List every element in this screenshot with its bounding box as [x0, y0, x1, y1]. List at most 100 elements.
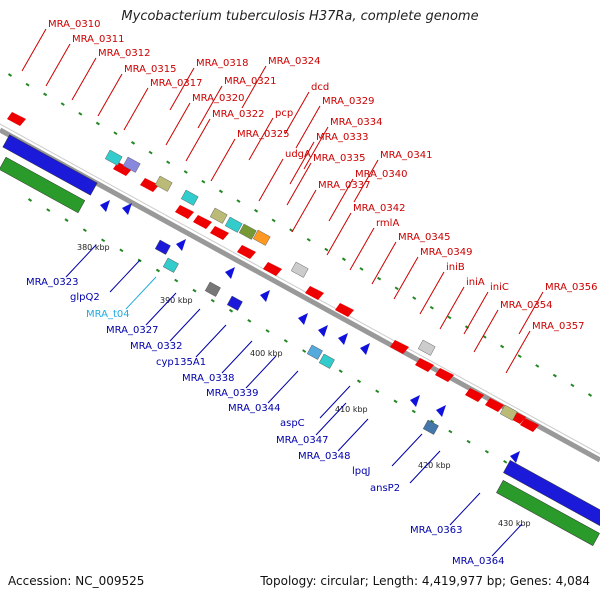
- forward-gene-label: MRA_0333: [316, 132, 368, 143]
- guide-dot-lower: [265, 329, 270, 333]
- guide-dot-upper: [412, 296, 417, 300]
- reverse-block: [2, 134, 98, 196]
- forward-feature-box: [154, 175, 173, 192]
- guide-dot-lower: [283, 339, 288, 343]
- forward-feature-arrow: [193, 215, 212, 229]
- forward-feature-arrow: [485, 398, 504, 412]
- reverse-gene-label: lpqJ: [352, 466, 370, 477]
- forward-feature-box: [224, 216, 243, 233]
- reverse-feature-arrow: [318, 325, 328, 337]
- forward-gene-leader: [371, 241, 397, 285]
- reverse-feature-box: [162, 257, 179, 273]
- forward-gene-label: MRA_0356: [545, 282, 597, 293]
- guide-dot-lower: [356, 379, 362, 384]
- guide-dot-lower: [503, 459, 508, 464]
- forward-gene-leader: [328, 178, 354, 222]
- guide-dot-upper: [95, 121, 100, 126]
- forward-gene-label: MRA_0320: [192, 93, 244, 104]
- reverse-gene-leader: [109, 259, 141, 293]
- reverse-gene-label: MRA_0339: [206, 388, 258, 399]
- forward-gene-label: MRA_0341: [380, 150, 432, 161]
- forward-feature-box: [238, 223, 257, 240]
- reverse-feature-arrow: [338, 333, 348, 345]
- guide-dot-upper: [394, 286, 399, 291]
- reverse-gene-leader: [449, 492, 481, 526]
- guide-dot-lower: [27, 198, 33, 202]
- reverse-gene-label: MRA_0348: [298, 451, 350, 462]
- reverse-feature-box: [422, 419, 439, 435]
- forward-gene-leader: [505, 330, 531, 374]
- forward-gene-label: rmlA: [376, 218, 399, 229]
- forward-gene-leader: [210, 138, 236, 182]
- forward-feature-arrow: [140, 178, 159, 192]
- reverse-gene-leader: [315, 402, 347, 436]
- guide-dot-upper: [25, 82, 30, 87]
- forward-feature-arrow: [520, 418, 539, 432]
- reverse-feature-arrow: [410, 395, 420, 407]
- guide-dot-upper: [166, 160, 171, 165]
- guide-dot-upper: [148, 150, 153, 155]
- reverse-feature-box: [204, 281, 221, 297]
- reverse-feature-box: [306, 344, 323, 360]
- forward-gene-label: dcd: [311, 82, 329, 93]
- reverse-feature-arrow: [260, 290, 270, 302]
- reverse-gene-label: MRA_0344: [228, 403, 280, 414]
- forward-feature-box: [499, 404, 518, 421]
- reverse-feature-arrow: [225, 267, 235, 279]
- forward-feature-arrow: [210, 226, 229, 240]
- reverse-feature-arrow: [122, 203, 132, 215]
- forward-gene-leader: [197, 85, 223, 129]
- forward-feature-box: [290, 261, 309, 278]
- guide-dot-lower: [82, 228, 87, 233]
- reverse-gene-leader: [195, 324, 227, 358]
- reverse-gene-label: cyp135A1: [156, 357, 206, 368]
- reverse-gene-label: ansP2: [370, 483, 400, 494]
- guide-dot-upper: [535, 364, 540, 368]
- guide-dot-lower: [192, 288, 197, 293]
- forward-gene-label: MRA_0317: [150, 78, 202, 89]
- guide-dot-upper: [113, 131, 118, 136]
- forward-feature-arrow: [113, 162, 132, 176]
- guide-dot-upper: [183, 170, 188, 174]
- forward-gene-label: MRA_0311: [72, 34, 124, 45]
- reverse-gene-leader: [391, 433, 423, 467]
- guide-dot-lower: [210, 298, 215, 303]
- forward-gene-leader: [439, 286, 465, 330]
- forward-gene-leader: [289, 141, 315, 185]
- forward-gene-label: MRA_0315: [124, 64, 176, 75]
- forward-gene-label: MRA_0312: [98, 48, 150, 59]
- guide-dot-upper: [377, 276, 382, 281]
- forward-gene-label: MRA_0329: [322, 96, 374, 107]
- rna-block: [0, 156, 86, 214]
- guide-dot-upper: [500, 344, 505, 349]
- forward-gene-label: udgA: [285, 149, 311, 160]
- guide-dot-upper: [7, 73, 13, 77]
- forward-feature-arrow: [435, 368, 454, 382]
- forward-gene-leader: [165, 102, 191, 146]
- forward-gene-label: MRA_0342: [353, 203, 405, 214]
- reverse-gene-label: MRA_0323: [26, 277, 78, 288]
- guide-dot-upper: [254, 208, 259, 213]
- guide-dot-upper: [130, 141, 136, 145]
- reverse-gene-label: MRA_0364: [452, 556, 504, 567]
- forward-feature-box: [417, 339, 436, 356]
- guide-dot-lower: [46, 208, 51, 212]
- guide-dot-lower: [448, 429, 453, 434]
- forward-gene-leader: [284, 91, 310, 135]
- forward-gene-label: pcp: [275, 108, 293, 119]
- map-title: Mycobacterium tuberculosis H37Ra, comple…: [121, 9, 479, 24]
- forward-feature-box: [122, 156, 141, 173]
- reverse-gene-leader: [169, 308, 201, 342]
- reverse-gene-label: MRA_0347: [276, 435, 328, 446]
- guide-dot-lower: [484, 449, 489, 454]
- guide-dot-upper: [517, 354, 522, 359]
- forward-gene-label: MRA_0334: [330, 117, 382, 128]
- reverse-feature-box: [226, 295, 243, 311]
- guide-dot-upper: [587, 393, 593, 397]
- guide-dot-lower: [247, 318, 252, 323]
- reverse-feature-arrow: [436, 405, 446, 417]
- forward-gene-label: MRA_0321: [224, 76, 276, 87]
- reverse-feature-arrow: [100, 200, 110, 212]
- reverse-gene-label: MRA_0338: [182, 373, 234, 384]
